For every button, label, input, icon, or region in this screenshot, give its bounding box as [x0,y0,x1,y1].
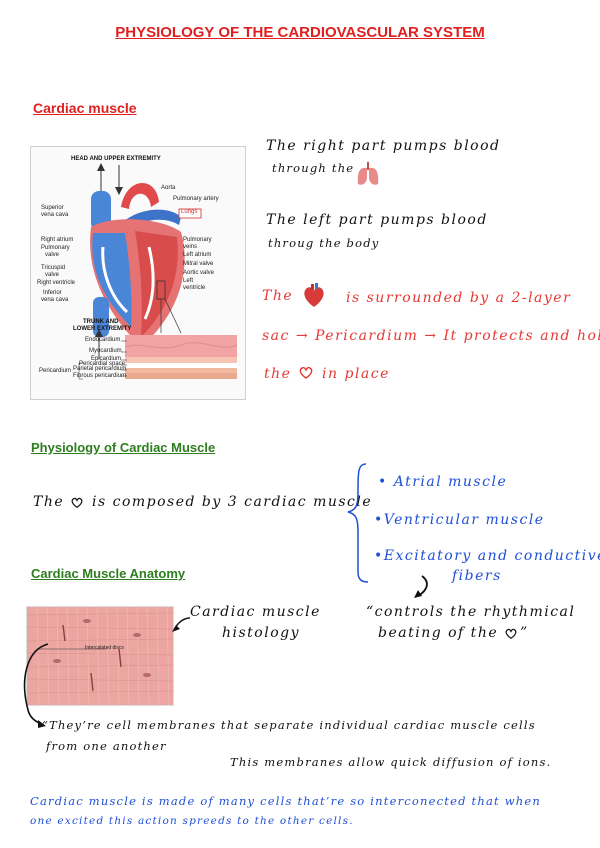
note-composed: is composed by 3 cardiac muscle [92,494,373,510]
label-left-ventricle-2: ventricle [183,285,206,291]
note-right-part: The right part pumps blood [266,138,501,154]
label-head-upper: HEAD AND UPPER EXTREMITY [71,156,161,162]
label-pulmonary-valve-2: valve [45,252,60,258]
section-heading-physiology: Physiology of Cardiac Muscle [31,440,216,455]
note-through-the: through the [272,161,355,175]
heart-outline-icon [71,497,83,509]
label-lungs: Lungs [181,209,198,215]
label-aortic: Aortic valve [183,270,215,276]
label-lower: LOWER EXTREMITY [73,326,132,332]
page-title: PHYSIOLOGY OF THE CARDIOVASCULAR SYSTEM [115,24,485,41]
section-heading-cardiac-muscle: Cardiac muscle [33,100,137,116]
muscle-fibers-illustration [27,607,173,705]
heart-outline-icon [299,366,313,379]
arrow-down-icon [414,575,428,598]
list-excitatory: •Excitatory and conductive [374,548,600,564]
label-tricuspid-2: valve [45,272,60,278]
label-inferior-2: vena cava [41,297,69,303]
histology-image: Intercalated discs [26,606,174,706]
note-membranes-3: This membranes allow quick diffusion of … [230,755,552,769]
label-myocardium: Myocardium [89,348,122,354]
label-pericardial-space: Pericardial space [79,361,126,367]
lungs-icon [357,162,379,185]
heart-icon [304,283,324,307]
label-right-atrium: Right atrium [41,237,74,243]
note-histology-2: histology [222,625,301,641]
heart-outline-icon [505,628,517,640]
label-superior-2: vena cava [41,212,69,218]
heart-diagram: HEAD AND UPPER EXTREMITY Aorta Pulmonary… [30,146,246,400]
list-atrial: • Atrial muscle [378,474,508,490]
arrow-icon [172,617,191,632]
note-blue-2: one excited this action spreeds to the o… [30,815,354,827]
note-controls-1: “controls the rhythmical [366,604,576,620]
note-red-surrounded: is surrounded by a 2-layer [346,290,572,306]
label-aorta: Aorta [161,185,176,191]
label-left-ventricle-1: Left [183,278,194,284]
note-blue-1: Cardiac muscle is made of many cells tha… [30,794,541,808]
heart-illustration [78,163,238,380]
list-ventricular: •Ventricular muscle [374,512,545,528]
label-pulmonary-veins-2: veins [183,244,198,250]
label-fibrous: Fibrous pericardium [73,373,127,379]
label-pericardium: Pericardium [39,368,72,374]
note-membranes-2: from one another [46,739,167,753]
note-histology-1: Cardiac muscle [190,604,321,620]
label-left-atrium: Left atrium [183,252,212,258]
label-inferior-1: Inferior [43,290,62,296]
note-composed-the: The [33,494,65,510]
note-red-in-place: in place [322,366,390,382]
note-controls-quote: ” [520,625,529,641]
note-red-the-2: the [264,366,292,382]
label-pulmonary-artery: Pulmonary artery [173,196,219,202]
label-parietal: Parietal pericardium [73,366,127,372]
note-red-the: The [262,288,294,304]
note-left-part: The left part pumps blood [266,212,488,228]
intercalated-discs-label: Intercalated discs [85,645,124,651]
brace-icon [347,463,369,583]
label-superior-1: Superior [41,205,64,211]
note-membranes-1: “They’re cell membranes that separate in… [42,718,536,732]
label-trunk: TRUNK AND [83,319,119,325]
list-fibers: fibers [452,568,502,584]
curved-arrow-icon [23,643,49,728]
label-epicardium: Epicardium [91,356,122,362]
label-pulmonary-veins-1: Pulmonary [183,237,212,243]
label-tricuspid-1: Tricuspid [41,265,66,271]
label-endocardium: Endocardium [85,337,121,343]
section-heading-anatomy: Cardiac Muscle Anatomy [31,566,186,581]
label-right-ventricle: Right ventricle [37,280,76,286]
label-pulmonary-valve-1: Pulmonary [41,245,70,251]
note-red-sac: sac → Pericardium → It protects and hold [262,328,600,344]
note-controls-2: beating of the [378,625,499,641]
note-throug-body: throug the body [268,236,380,250]
label-mitral: Mitral valve [183,261,214,267]
